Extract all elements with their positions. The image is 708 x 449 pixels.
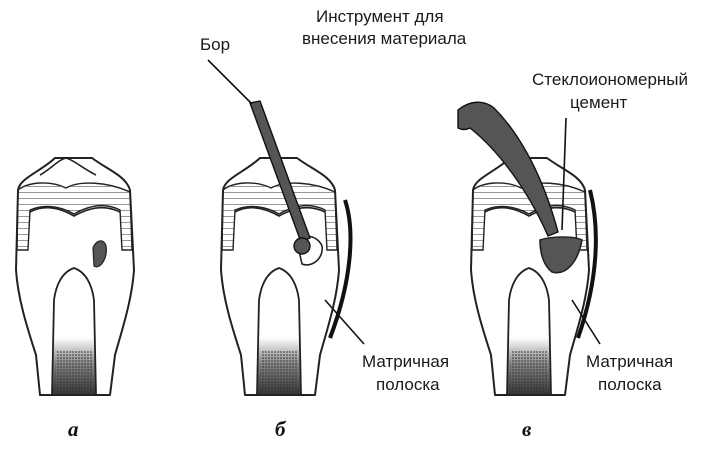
panel-a-letter: а bbox=[68, 417, 79, 441]
bur-leader-line bbox=[208, 60, 252, 104]
matrix-b-label-line1: Матричная bbox=[362, 352, 449, 371]
matrix-c-label-line1: Матричная bbox=[586, 352, 673, 371]
instrument-label-line2: внесения материала bbox=[302, 29, 467, 48]
cement-label-line1: Стеклоиономерный bbox=[532, 70, 688, 89]
bur-label: Бор bbox=[200, 35, 230, 54]
matrix-c-label-line2: полоска bbox=[598, 375, 662, 394]
panel-a-tooth bbox=[16, 158, 134, 395]
panel-b-letter: б bbox=[275, 417, 287, 441]
instrument-label-line1: Инструмент для bbox=[316, 7, 444, 26]
matrix-b-label-line2: полоска bbox=[376, 375, 440, 394]
panel-c-letter: в bbox=[522, 417, 532, 441]
cement-label-line2: цемент bbox=[570, 93, 628, 112]
